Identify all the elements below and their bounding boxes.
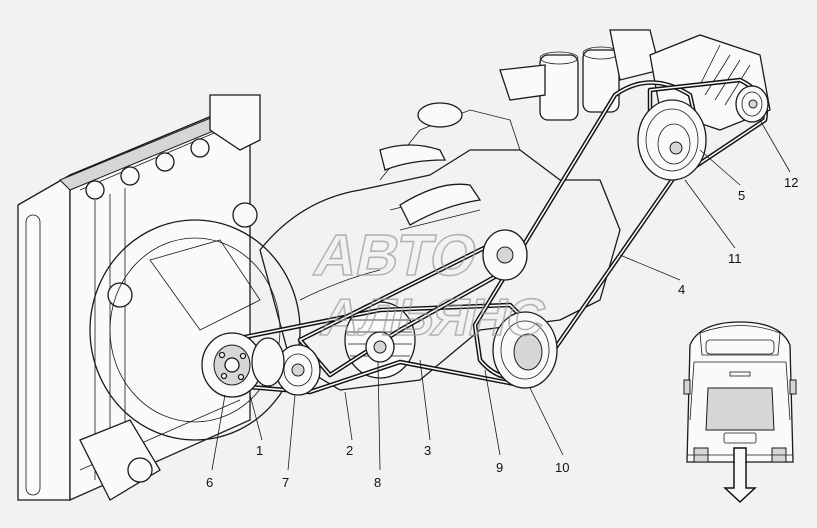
callouts: 1 2 3 4 5 6 7 8 9 10 11 12	[206, 175, 798, 490]
callout-3: 3	[424, 443, 431, 458]
engine-block	[259, 102, 621, 391]
leader-lines	[211, 119, 791, 471]
fuel-filters	[499, 29, 661, 121]
pulley-8	[365, 331, 395, 363]
callout-9: 9	[496, 460, 503, 475]
watermark-line1: АВТО	[309, 224, 483, 288]
callout-6: 6	[206, 475, 213, 490]
watermark: АВТО АЛЬЯНС	[308, 223, 552, 348]
pulley-12	[735, 85, 769, 123]
pulley-7	[251, 337, 321, 396]
pulley-10	[492, 311, 558, 389]
callout-12: 12	[784, 175, 798, 190]
callout-8: 8	[374, 475, 381, 490]
callout-10: 10	[555, 460, 569, 475]
watermark-line2: АЛЬЯНС	[316, 289, 551, 347]
radiator	[17, 94, 261, 502]
callout-5: 5	[738, 188, 745, 203]
callout-4: 4	[678, 282, 685, 297]
bus-rear-view-icon	[683, 321, 797, 463]
pulley-tensioner	[482, 229, 528, 281]
callout-1: 1	[256, 443, 263, 458]
callout-7: 7	[282, 475, 289, 490]
callout-2: 2	[346, 443, 353, 458]
view-direction-arrow-icon	[723, 447, 757, 504]
pulley-11	[637, 99, 707, 181]
callout-11: 11	[728, 251, 742, 266]
